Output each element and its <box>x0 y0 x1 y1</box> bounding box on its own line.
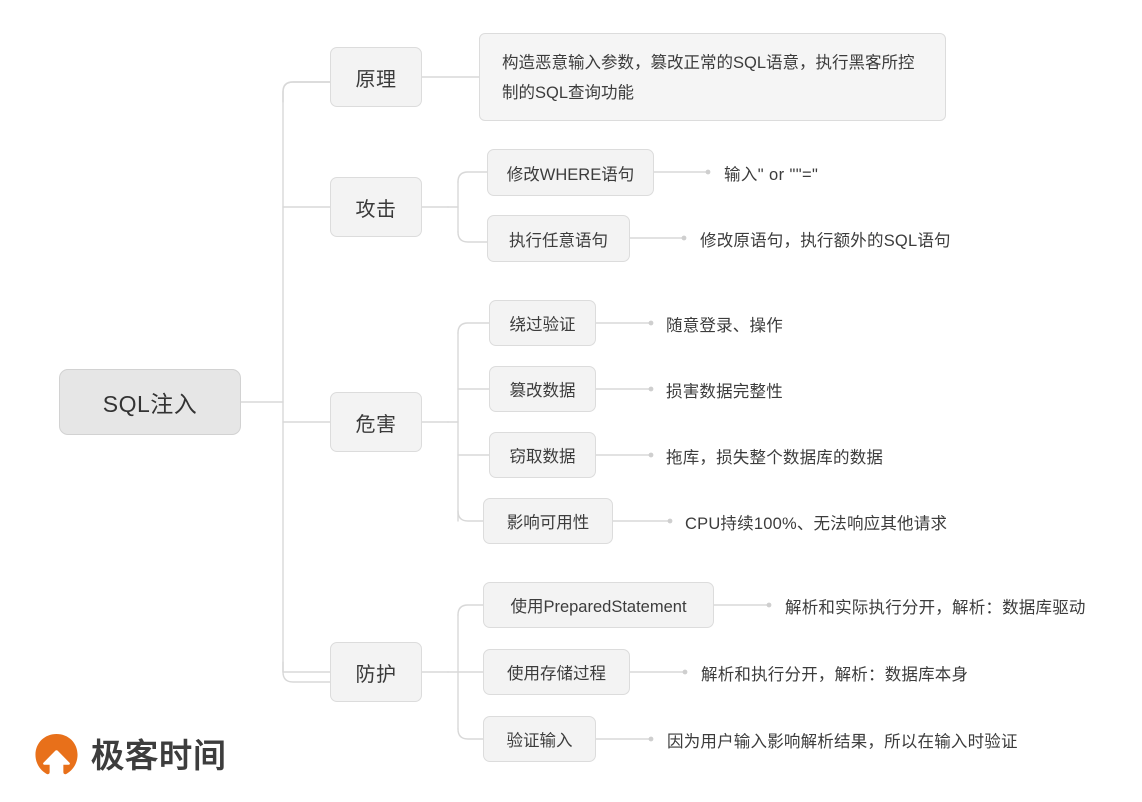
topic-node-label: 修改WHERE语句 <box>506 165 635 184</box>
topic-node-principle-description[interactable]: 构造恶意输入参数，篡改正常的SQL语意，执行黑客所控制的SQL查询功能 <box>479 33 946 121</box>
detail-text-bypass-auth: 随意登录、操作 <box>666 317 783 335</box>
topic-node-steal-data[interactable]: 窃取数据 <box>489 432 596 478</box>
detail-text-steal-data: 拖库，损失整个数据库的数据 <box>666 449 884 467</box>
detail-text-stored-procedure: 解析和执行分开，解析：数据库本身 <box>701 666 969 684</box>
topic-node-availability[interactable]: 影响可用性 <box>483 498 613 544</box>
topic-node-label: 使用存储过程 <box>507 665 606 683</box>
brand-wordmark: 极客时间 <box>91 737 227 774</box>
topic-node-label: 执行任意语句 <box>509 231 608 250</box>
topic-node-label: 影响可用性 <box>506 514 590 532</box>
topic-node-label: 窃取数据 <box>509 448 576 466</box>
root-node-label: SQL注入 <box>102 391 198 417</box>
geektime-cursor-icon <box>33 732 80 779</box>
topic-node-validate-input[interactable]: 验证输入 <box>483 716 596 762</box>
topic-node-bypass-auth[interactable]: 绕过验证 <box>489 300 596 346</box>
root-node-sql-injection[interactable]: SQL注入 <box>59 369 241 435</box>
topic-node-arbitrary-statement[interactable]: 执行任意语句 <box>487 215 630 262</box>
topic-node-label: 验证输入 <box>506 732 573 750</box>
topic-node-stored-procedure[interactable]: 使用存储过程 <box>483 649 630 695</box>
branch-node-label: 防护 <box>355 663 397 686</box>
detail-text-tamper-data: 损害数据完整性 <box>666 383 783 401</box>
branch-node-defense[interactable]: 防护 <box>330 642 422 702</box>
branch-node-attack[interactable]: 攻击 <box>330 177 422 237</box>
branch-node-principle[interactable]: 原理 <box>330 47 422 107</box>
branch-node-harm[interactable]: 危害 <box>330 392 422 452</box>
detail-text-prepared-statement: 解析和实际执行分开，解析：数据库驱动 <box>785 599 1086 617</box>
branch-node-label: 攻击 <box>355 198 397 221</box>
topic-node-label: 篡改数据 <box>509 382 576 400</box>
topic-node-label: 使用PreparedStatement <box>510 598 687 616</box>
topic-node-modify-where[interactable]: 修改WHERE语句 <box>487 149 654 196</box>
detail-text-validate-input: 因为用户输入影响解析结果，所以在输入时验证 <box>667 733 1018 751</box>
detail-text-availability: CPU持续100%、无法响应其他请求 <box>685 515 948 533</box>
brand-logo: 极客时间 <box>33 732 227 779</box>
branch-node-label: 危害 <box>355 413 397 436</box>
topic-node-label: 绕过验证 <box>509 316 576 334</box>
branch-node-label: 原理 <box>355 68 397 91</box>
detail-text-modify-where: 输入" or ""=" <box>724 166 819 184</box>
detail-text-arbitrary-statement: 修改原语句，执行额外的SQL语句 <box>700 232 951 250</box>
topic-node-text: 构造恶意输入参数，篡改正常的SQL语意，执行黑客所控制的SQL查询功能 <box>502 54 915 102</box>
topic-node-tamper-data[interactable]: 篡改数据 <box>489 366 596 412</box>
topic-node-prepared-statement[interactable]: 使用PreparedStatement <box>483 582 714 628</box>
